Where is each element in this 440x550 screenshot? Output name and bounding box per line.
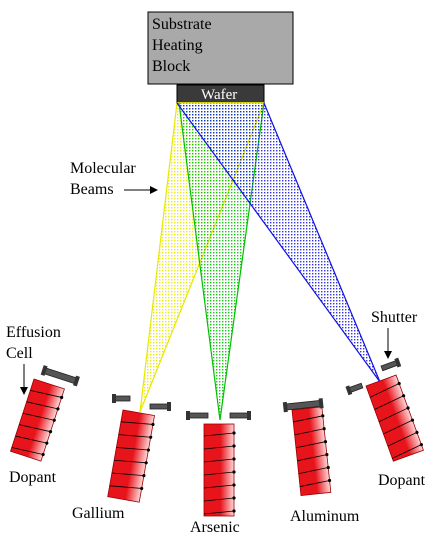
- molecular-beams: [139, 102, 381, 421]
- effusion-cell-aluminum: [291, 406, 332, 496]
- shutter-label: Shutter: [371, 309, 418, 359]
- cell-body: [291, 406, 332, 496]
- effusion-cell-gallium: [107, 409, 155, 503]
- dopant-beam-edge-left: [176, 102, 381, 383]
- cell-body: [365, 374, 424, 462]
- effusion-cell-arsenic: [203, 423, 236, 517]
- molecular-beams-line-1: Molecular: [70, 160, 136, 177]
- effusion-cell-label: Effusion Cell: [6, 324, 61, 395]
- cell-coil: [109, 421, 153, 489]
- cell-coil-dots: [232, 431, 236, 513]
- molecular-beams-line-2: Beams: [70, 181, 114, 198]
- effusion-cell-dopant-right: [365, 374, 424, 462]
- shutter-arsenic: [186, 411, 251, 420]
- cell-body: [10, 378, 65, 462]
- heating-block-box: [147, 11, 294, 85]
- cell-coil-dots: [397, 381, 423, 447]
- cell-coil-dots: [321, 414, 332, 483]
- cell-coil: [369, 383, 422, 459]
- molecular-beams-label: Molecular Beams: [70, 160, 158, 198]
- arsenic-beam-edge-left: [178, 102, 221, 421]
- heating-block-line-1: Substrate: [152, 16, 212, 33]
- heating-block-line-2: Heating: [152, 37, 203, 54]
- effusion-cell-dopant-left: [10, 378, 65, 462]
- wafer: Wafer: [176, 84, 265, 104]
- shutter-arrow: [384, 328, 392, 359]
- dopant-right-label: Dopant: [378, 472, 426, 489]
- cell-body: [107, 409, 155, 503]
- shutter-dopant-left: [40, 365, 80, 387]
- dopant-beam: [176, 102, 381, 383]
- cell-coil-dots: [41, 395, 64, 457]
- cell-coil: [203, 432, 235, 515]
- effusion-cell-arrow: [20, 364, 28, 395]
- shutter-gallium: [112, 394, 171, 411]
- cell-coil: [293, 415, 330, 487]
- effusion-cell-line-2: Cell: [6, 345, 33, 362]
- arsenic-label: Arsenic: [190, 519, 240, 536]
- molecular-beams-arrow: [124, 186, 158, 194]
- cell-coil: [11, 390, 62, 455]
- dopant-left-label: Dopant: [9, 469, 57, 486]
- aluminum-label: Aluminum: [290, 508, 360, 525]
- wafer-label: Wafer: [201, 87, 237, 103]
- effusion-cell-line-1: Effusion: [6, 324, 61, 341]
- substrate-heating-block: Substrate Heating Block: [147, 11, 294, 85]
- cell-body: [203, 423, 235, 517]
- shutter-dopant-right: [345, 357, 402, 396]
- gallium-beam-edge-left: [139, 102, 178, 413]
- shutter-aluminum: [282, 398, 324, 413]
- gallium-label: Gallium: [72, 505, 125, 522]
- dopant-beam-edge-right: [263, 102, 381, 383]
- heating-block-line-3: Block: [152, 58, 190, 75]
- cell-coil-dots: [140, 422, 155, 491]
- shutter-text: Shutter: [371, 309, 418, 326]
